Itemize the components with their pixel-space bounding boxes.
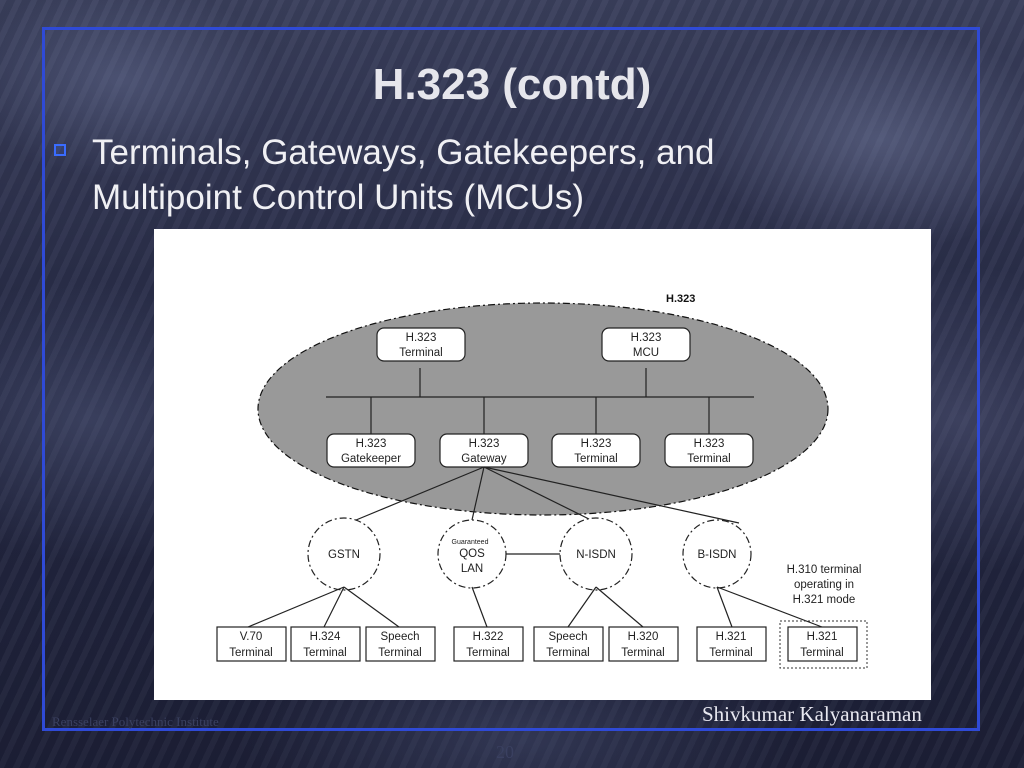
svg-text:H.323: H.323 <box>694 438 725 450</box>
svg-text:H.323: H.323 <box>631 332 662 344</box>
svg-text:H.320: H.320 <box>628 631 659 643</box>
svg-text:Terminal: Terminal <box>229 647 272 659</box>
svg-text:Gateway: Gateway <box>461 453 507 465</box>
svg-text:Terminal: Terminal <box>399 347 442 359</box>
page-number: 20 <box>496 742 514 762</box>
node-h323-terminal-mid-1: H.323 Terminal <box>551 433 641 468</box>
network-gstn: GSTN <box>307 517 381 591</box>
terminal-h321-1: H.321 Terminal <box>696 626 767 662</box>
svg-text:Terminal: Terminal <box>378 647 421 659</box>
square-bullet-icon <box>54 144 66 156</box>
svg-text:Terminal: Terminal <box>687 453 730 465</box>
node-h323-terminal-top: H.323 Terminal <box>376 327 466 362</box>
svg-text:QOS: QOS <box>459 548 485 560</box>
slide-title: H.323 (contd) <box>372 60 652 109</box>
svg-text:Terminal: Terminal <box>621 647 664 659</box>
bullet-text: Terminals, Gateways, Gatekeepers, and Mu… <box>92 133 715 217</box>
footer-author: Shivkumar Kalyanaraman <box>702 702 922 726</box>
terminal-h320: H.320 Terminal <box>608 626 679 662</box>
terminal-h322: H.322 Terminal <box>453 626 524 662</box>
h323-diagram: H.323 H.323 Terminal H.323 MCU H.323 Gat… <box>154 229 931 700</box>
svg-text:H.322: H.322 <box>473 631 504 643</box>
h310-dotted-outline <box>779 620 868 669</box>
svg-text:H.321: H.321 <box>716 631 747 643</box>
h323-zone-ellipse <box>257 302 829 516</box>
network-qos-lan: Guaranteed QOS LAN <box>437 519 507 589</box>
svg-text:H.321: H.321 <box>807 631 838 643</box>
svg-text:Gatekeeper: Gatekeeper <box>341 453 401 465</box>
terminal-speech-isdn: Speech Terminal <box>533 626 604 662</box>
svg-text:H.310 terminal: H.310 terminal <box>787 564 862 576</box>
svg-text:Terminal: Terminal <box>466 647 509 659</box>
terminal-h321-2: H.321 Terminal <box>787 626 858 662</box>
terminal-speech-gstn: Speech Terminal <box>365 626 436 662</box>
svg-text:Terminal: Terminal <box>709 647 752 659</box>
node-h323-terminal-mid-2: H.323 Terminal <box>664 433 754 468</box>
terminal-v70: V.70 Terminal <box>216 626 287 662</box>
footer-institution: Rensselaer Polytechnic Institute <box>52 714 219 729</box>
svg-text:V.70: V.70 <box>240 631 263 643</box>
h310-note: H.310 terminal operating in H.321 mode <box>787 564 862 606</box>
svg-text:operating in: operating in <box>794 579 854 591</box>
svg-text:Terminal: Terminal <box>574 453 617 465</box>
node-h323-gateway: H.323 Gateway <box>439 433 529 468</box>
svg-text:H.323: H.323 <box>581 438 612 450</box>
svg-text:B-ISDN: B-ISDN <box>698 549 737 561</box>
svg-text:H.323: H.323 <box>469 438 500 450</box>
svg-text:H.323: H.323 <box>406 332 437 344</box>
svg-text:H.321 mode: H.321 mode <box>793 594 856 606</box>
h323-diagram-svg: H.323 H.323 Terminal H.323 MCU H.323 Gat… <box>216 293 868 669</box>
svg-text:H.324: H.324 <box>310 631 341 643</box>
svg-text:Terminal: Terminal <box>546 647 589 659</box>
svg-text:MCU: MCU <box>633 347 659 359</box>
node-h323-mcu: H.323 MCU <box>601 327 691 362</box>
network-b-isdn: B-ISDN <box>682 519 752 589</box>
svg-text:Speech: Speech <box>380 631 419 643</box>
svg-text:LAN: LAN <box>461 563 483 575</box>
svg-text:H.323: H.323 <box>356 438 387 450</box>
svg-text:Speech: Speech <box>548 631 587 643</box>
terminal-h324: H.324 Terminal <box>290 626 361 662</box>
svg-text:Guaranteed: Guaranteed <box>452 539 489 546</box>
network-n-isdn: N-ISDN <box>559 517 633 591</box>
zone-label: H.323 <box>666 293 695 305</box>
svg-text:Terminal: Terminal <box>303 647 346 659</box>
svg-text:GSTN: GSTN <box>328 549 360 561</box>
svg-text:N-ISDN: N-ISDN <box>576 549 616 561</box>
svg-text:Terminal: Terminal <box>800 647 843 659</box>
slide-frame <box>42 27 980 731</box>
node-h323-gatekeeper: H.323 Gatekeeper <box>326 433 416 468</box>
